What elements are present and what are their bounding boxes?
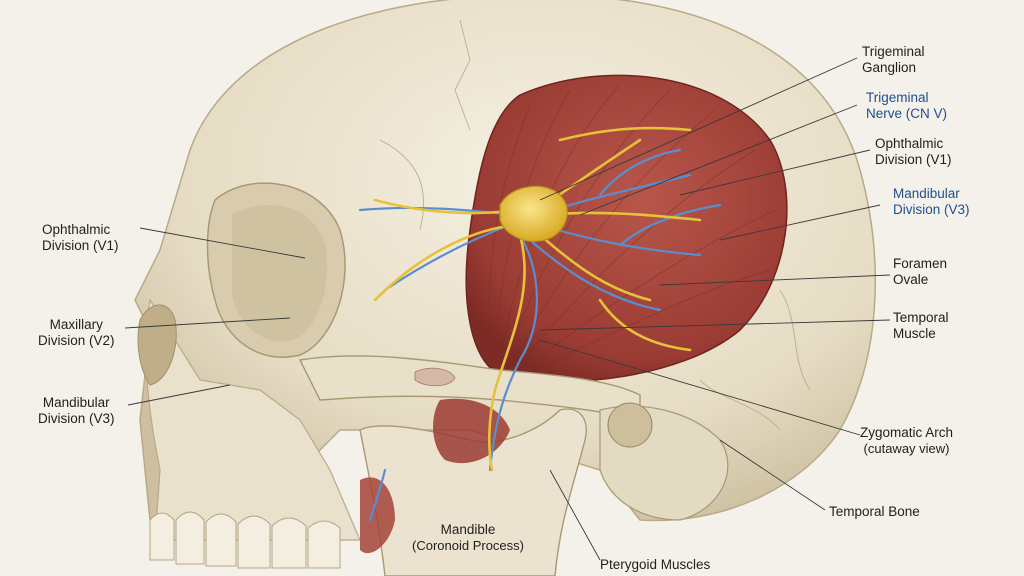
label-ophthalmic-division-right: Ophthalmic Division (V1)	[875, 136, 952, 167]
label-foramen-ovale: Foramen Ovale	[893, 256, 948, 287]
sutures	[379, 19, 811, 431]
label-mandible: Mandible (Coronoid Process)	[412, 522, 524, 553]
nasal-aperture	[137, 304, 177, 386]
label-trigeminal-ganglion: Trigeminal Ganglion	[862, 44, 925, 75]
label-temporal-muscle: Temporal Muscle	[893, 310, 949, 341]
label-maxillary-division-left: Maxillary Division (V2)	[38, 317, 115, 348]
label-zygomatic-arch: Zygomatic Arch (cutaway view)	[860, 425, 954, 456]
temporal-muscle	[465, 74, 788, 383]
leader-lines	[124, 57, 891, 561]
teeth	[149, 511, 341, 569]
label-ophthalmic-division-left: Ophthalmic Division (V1)	[42, 222, 119, 253]
label-temporal-bone: Temporal Bone	[829, 504, 920, 519]
label-trigeminal-nerve: Trigeminal Nerve (CN V)	[866, 90, 948, 121]
label-pterygoid-muscles: Pterygoid Muscles	[600, 557, 711, 572]
label-mandibular-division-left: Mandibular Division (V3)	[38, 395, 115, 426]
label-mandibular-division-right: Mandibular Division (V3)	[893, 186, 970, 217]
trigeminal-ganglion	[499, 185, 568, 242]
